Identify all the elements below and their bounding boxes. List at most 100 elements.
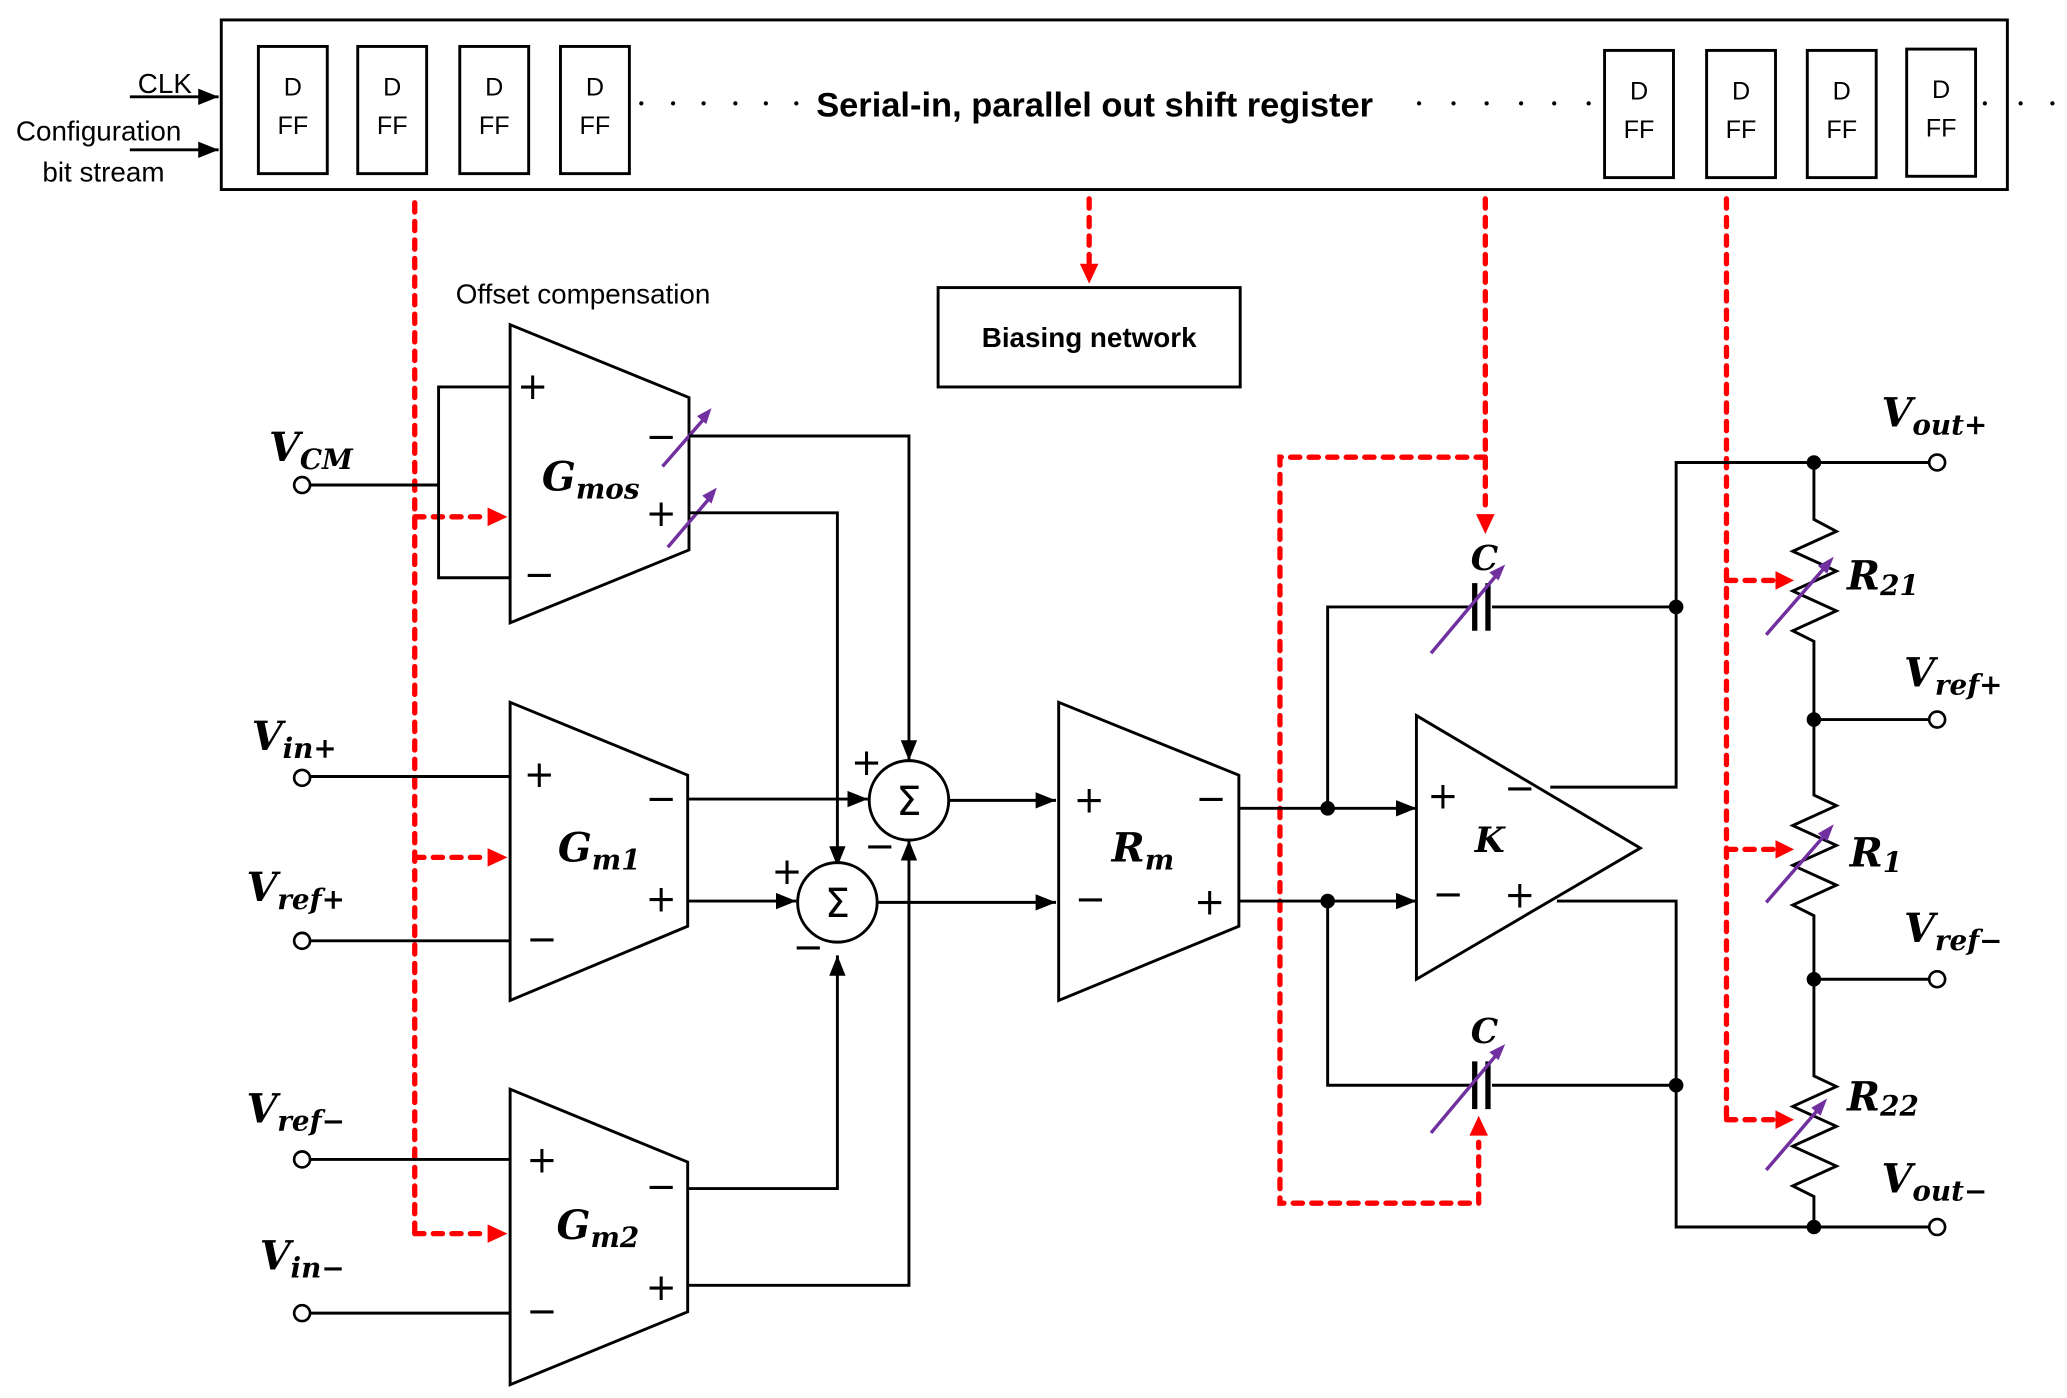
dff-2: D FF <box>356 44 429 176</box>
control-arrowhead <box>1775 1110 1795 1129</box>
capacitor-bottom: C <box>1429 1012 1506 1135</box>
gm2-out-plus-wire <box>687 840 918 1287</box>
r22-resistor <box>1789 979 1840 1228</box>
dff-label: FF <box>1926 115 1957 143</box>
sigma-symbol: Σ <box>896 779 921 825</box>
cap-top-wire <box>1326 605 1677 809</box>
junction-dot <box>1806 1219 1822 1235</box>
sign: − <box>1433 872 1464 915</box>
sign: + <box>646 1266 677 1309</box>
terminal-vref-minus-in <box>292 1150 312 1169</box>
dff-label: D <box>284 73 302 101</box>
config-label-line2: bit stream <box>42 157 164 188</box>
sign: − <box>1075 878 1106 921</box>
dff-4: D FF <box>559 44 631 176</box>
control-line-cap-loop <box>1277 454 1488 1206</box>
sign: − <box>524 553 555 596</box>
offset-compensation-label: Offset compensation <box>456 278 711 309</box>
gm2-trapezoid <box>508 1087 690 1387</box>
dff-3: D FF <box>458 44 531 176</box>
vin-plus-label: Vin+ <box>252 714 337 765</box>
dff-box <box>1805 48 1878 180</box>
clk-label: CLK <box>138 68 193 99</box>
dff-label: FF <box>377 112 408 140</box>
gm2-label: Gm2 <box>556 1203 639 1254</box>
rm-block: Rm + − − + <box>1057 700 1241 1003</box>
junction-dot <box>1668 1077 1684 1093</box>
biasing-network: Biasing network <box>936 286 1242 389</box>
sign: − <box>864 825 895 868</box>
sign: + <box>1194 880 1225 923</box>
terminal-vcm <box>292 475 312 495</box>
k-out-plus-wire <box>1556 899 1935 1229</box>
dff-label: FF <box>277 112 308 140</box>
dff-label: FF <box>479 112 510 140</box>
terminals: VCM Vin+ Vref+ Vref− Vin− Vout+ Vref+ Vr… <box>246 391 2002 1323</box>
control-arrowhead <box>1775 571 1795 590</box>
dff-5: D FF <box>1603 48 1675 180</box>
dff-6: D FF <box>1705 48 1777 180</box>
sign: − <box>526 917 557 960</box>
dff-label: D <box>1630 77 1648 105</box>
sign: − <box>646 777 677 820</box>
tunable-arrow-head <box>702 487 717 504</box>
terminal-vref-minus-out <box>1927 969 1947 989</box>
vout-plus-label: Vout+ <box>1882 391 1988 442</box>
k-triangle <box>1414 713 1644 982</box>
sign: + <box>526 1139 557 1182</box>
vref-plus-in-label: Vref+ <box>246 865 344 916</box>
capacitor-label: C <box>1471 1012 1499 1052</box>
gmos-block: Gmos + − − + <box>508 322 691 625</box>
dff-7: D FF <box>1805 48 1878 180</box>
capacitor-top: C <box>1429 539 1506 655</box>
gm1-label: Gm1 <box>558 825 641 876</box>
terminal-vref-plus-out <box>1927 710 1947 729</box>
terminal-vin-plus <box>292 768 312 788</box>
summer-top: Σ + − <box>851 741 951 868</box>
dff-label: D <box>383 73 401 101</box>
dff-8: D FF <box>1905 47 1978 178</box>
sigma-symbol: Σ <box>825 881 850 927</box>
resistor-ladder: R21 R1 R22 <box>1764 455 1935 1235</box>
rm-trapezoid <box>1057 700 1241 1003</box>
terminal-vin-minus <box>292 1303 312 1323</box>
dff-box <box>1905 47 1978 178</box>
control-lines <box>412 196 1795 1243</box>
junction-dot <box>1806 971 1822 987</box>
dff-label: D <box>1732 77 1750 105</box>
tunable-arrow <box>1764 1103 1824 1172</box>
sign: + <box>524 753 555 796</box>
dff-label: FF <box>1726 116 1757 144</box>
sign: + <box>517 365 548 408</box>
vref-minus-in-label: Vref− <box>246 1086 344 1137</box>
k-label: K <box>1474 821 1507 861</box>
shift-register: Serial-in, parallel out shift register C… <box>16 18 2055 191</box>
control-arrowhead <box>1469 1115 1488 1136</box>
vout-minus-label: Vout− <box>1882 1157 1988 1208</box>
junction-dot <box>1668 599 1684 615</box>
r22-label: R22 <box>1846 1074 1919 1122</box>
tunable-arrow <box>1429 1049 1502 1135</box>
tunable-arrow <box>1764 829 1830 904</box>
gm2-block: Gm2 + − − + <box>508 1087 690 1387</box>
dff-box <box>559 44 631 176</box>
cap-bottom-wire <box>1326 901 1677 1087</box>
config-label-line1: Configuration <box>16 116 181 147</box>
vref-minus-out-label: Vref− <box>1904 906 2002 957</box>
sign: − <box>646 415 677 458</box>
gmos-trapezoid <box>508 322 691 625</box>
tunable-arrow-head <box>1489 564 1506 581</box>
tunable-arrow-head <box>696 408 712 425</box>
gm1-block: Gm1 + − − + <box>508 700 690 1003</box>
k-amplifier: K + − − + <box>1414 713 1644 982</box>
ellipsis-dots <box>639 101 2055 106</box>
sign: + <box>1427 774 1458 817</box>
r21-label: R21 <box>1846 554 1919 602</box>
k-out-minus-wire <box>1550 461 1935 789</box>
sign: − <box>793 925 824 968</box>
tunable-arrow <box>1764 562 1830 636</box>
sign: − <box>1196 777 1227 820</box>
gmos-out-minus-wire <box>689 434 918 761</box>
